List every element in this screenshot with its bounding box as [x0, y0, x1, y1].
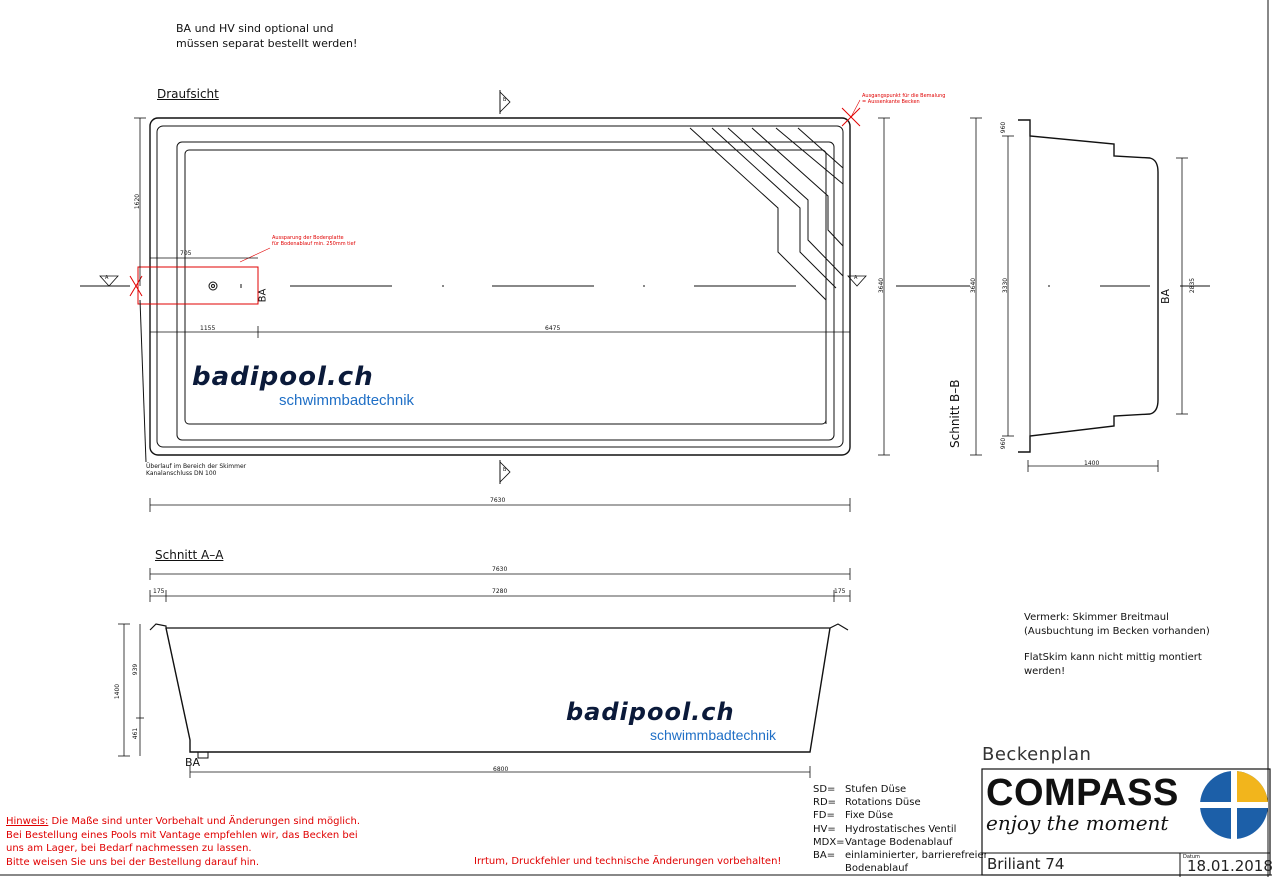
- abbreviation-legend: SD=Stufen Düse RD=Rotations Düse FD=Fixe…: [813, 783, 988, 875]
- ba-label-aa: BA: [185, 756, 201, 769]
- brand-tagline-aa: schwimmbadtechnik: [650, 727, 777, 743]
- dim-aa-175-right: 175: [834, 588, 846, 595]
- hinweis-line1: Hinweis: Die Maße sind unter Vorbehalt u…: [6, 816, 361, 827]
- painting-start-line1: Ausgangspunkt für die Bemalung: [862, 93, 946, 99]
- dim-aa-7280: 7280: [492, 588, 508, 595]
- compass-logo-text: COMPASS: [986, 772, 1179, 814]
- section-bb-dimensions: [970, 117, 1188, 472]
- top-view-dimensions: [134, 117, 890, 512]
- dim-top-1620: 1620: [134, 193, 142, 210]
- section-bb-title: Schnitt B–B: [948, 379, 962, 448]
- vermerk-note: Vermerk: Skimmer Breitmaul (Ausbuchtung …: [1024, 611, 1210, 679]
- dim-bb-3330: 3330: [1002, 277, 1010, 294]
- dim-top-6475: 6475: [545, 325, 561, 332]
- dim-top-width: 7630: [490, 497, 506, 504]
- title-block: [981, 768, 1271, 877]
- brand-name-aa: badipool.ch: [566, 698, 735, 726]
- dim-bb-3640: 3640: [970, 277, 978, 294]
- dim-bb-width: 1400: [1084, 460, 1100, 467]
- hinweis-line4: Bitte weisen Sie uns bei der Bestellung …: [6, 856, 260, 868]
- plan-date: 18.01.2018: [1187, 857, 1272, 875]
- painting-start-note: Ausgangspunkt für die Bemalung = Aussenk…: [862, 93, 945, 105]
- hinweis-label: Hinweis:: [6, 816, 49, 827]
- ba-label-top: BA: [257, 288, 269, 303]
- vermerk-line4: werden!: [1024, 666, 1066, 677]
- marker-b-bottom: B: [503, 467, 507, 473]
- dim-aa-6800: 6800: [493, 766, 509, 773]
- model-name: Briliant 74: [987, 855, 1065, 873]
- vermerk-line3: FlatSkim kann nicht mittig montiert: [1024, 652, 1202, 663]
- dim-top-3640: 3640: [878, 277, 886, 294]
- section-aa-title: Schnitt A–A: [155, 548, 224, 562]
- legend-item: HV=Hydrostatisches Ventil: [813, 823, 957, 835]
- dim-aa-461: 461: [132, 727, 140, 740]
- hinweis-line3: uns am Lager, bei Bedarf nachmessen zu l…: [6, 843, 252, 854]
- overflow-line1: Überlauf im Bereich der Skimmer: [146, 463, 247, 470]
- section-aa-profile: [149, 623, 849, 759]
- overflow-note: Überlauf im Bereich der Skimmer Kanalans…: [146, 463, 246, 477]
- recess-line2: für Bodenablauf min. 250mm tief: [272, 241, 356, 247]
- brand-tagline-top: schwimmbadtechnik: [279, 392, 415, 409]
- dim-top-1155: 1155: [200, 325, 216, 332]
- vermerk-line1: Vermerk: Skimmer Breitmaul: [1024, 612, 1169, 623]
- hinweis-line2: Bei Bestellung eines Pools mit Vantage e…: [6, 829, 358, 841]
- dim-aa-1400: 1400: [114, 683, 122, 700]
- dim-bb-960-bottom: 960: [1000, 437, 1008, 450]
- legend-item: MDX=Vantage Bodenablauf: [813, 836, 953, 848]
- painting-start-line2: = Aussenkante Becken: [862, 99, 920, 105]
- dim-bb-2835: 2835: [1189, 277, 1197, 294]
- recess-note: Aussparung der Bodenplatte für Bodenabla…: [272, 235, 355, 247]
- marker-b-top: B: [503, 97, 507, 103]
- plan-title: Beckenplan: [982, 744, 1092, 765]
- legend-item: RD=Rotations Düse: [813, 797, 921, 809]
- vermerk-line2: (Ausbuchtung im Becken vorhanden): [1024, 626, 1210, 637]
- dim-aa-175-left: 175: [153, 588, 165, 595]
- compass-slogan: enjoy the moment: [986, 811, 1169, 835]
- legend-item: FD=Fixe Düse: [813, 810, 894, 822]
- overflow-line2: Kanalanschluss DN 100: [146, 470, 217, 477]
- optional-note-line2: müssen separat bestellt werden!: [176, 37, 358, 50]
- legend-item: BA=einlaminierter, barrierefreier: [813, 850, 988, 862]
- compass-logo-icon: [1200, 771, 1268, 839]
- dim-top-705: 705: [180, 250, 192, 257]
- marker-a-right: A: [854, 275, 858, 281]
- dim-bb-960-top: 960: [1000, 121, 1008, 134]
- brand-name-top: badipool.ch: [192, 362, 374, 392]
- optional-note-line1: BA und HV sind optional und: [176, 22, 334, 35]
- dim-aa-7630: 7630: [492, 566, 508, 573]
- top-view-title: Draufsicht: [157, 87, 219, 101]
- disclaimer: Irrtum, Druckfehler und technische Änder…: [474, 856, 782, 867]
- hinweis-note: Hinweis: Die Maße sind unter Vorbehalt u…: [6, 815, 360, 869]
- ba-label-bb: BA: [1159, 288, 1173, 305]
- section-aa-dimensions: [118, 568, 851, 778]
- top-view-pool: [80, 90, 1210, 484]
- datum-label: Datum: [1183, 854, 1200, 860]
- section-bb-profile: [1018, 119, 1159, 453]
- dim-aa-939: 939: [132, 663, 140, 676]
- legend-item: Bodenablauf: [845, 863, 909, 875]
- marker-a-left: A: [105, 275, 109, 281]
- legend-item: SD=Stufen Düse: [813, 784, 907, 795]
- optional-note: BA und HV sind optional und müssen separ…: [176, 21, 357, 51]
- recess-line1: Aussparung der Bodenplatte: [272, 235, 344, 241]
